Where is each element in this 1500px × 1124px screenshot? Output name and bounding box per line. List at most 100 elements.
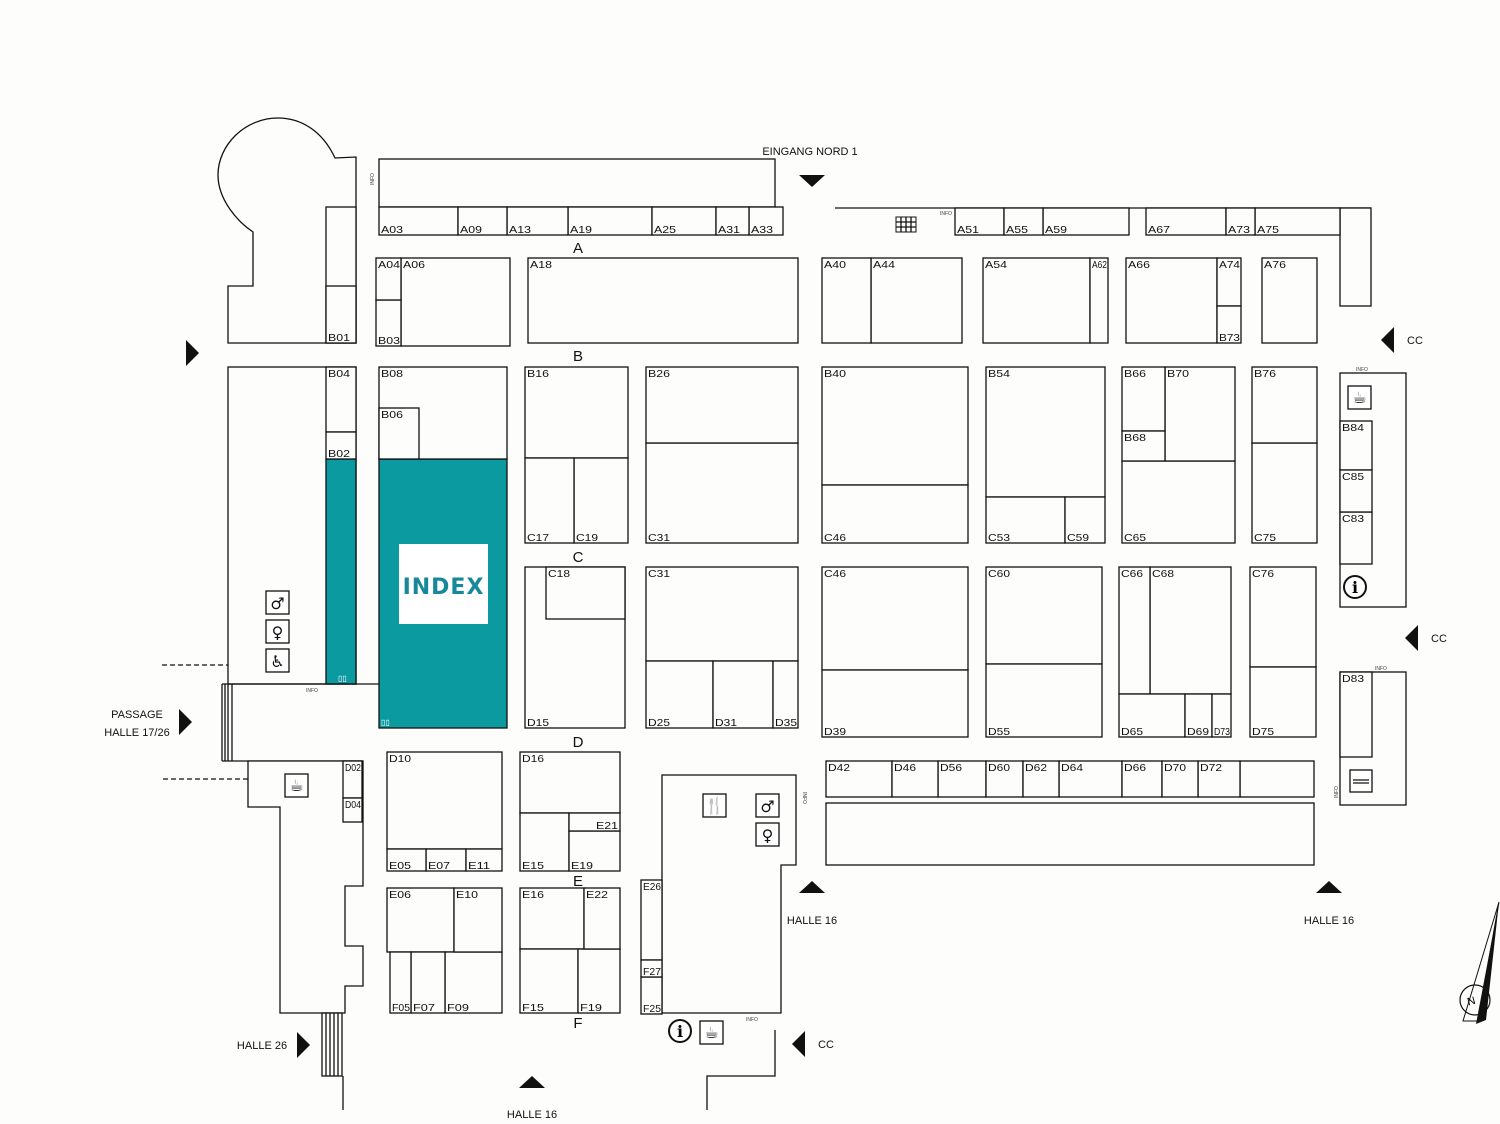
booth[interactable] bbox=[821, 257, 872, 344]
booth[interactable] bbox=[378, 407, 420, 460]
booth[interactable] bbox=[386, 887, 455, 953]
entrance-arrow-down-icon[interactable] bbox=[799, 175, 825, 187]
booth[interactable] bbox=[325, 285, 357, 344]
booth[interactable] bbox=[1254, 207, 1341, 236]
booth[interactable] bbox=[465, 848, 503, 872]
booth[interactable] bbox=[1216, 305, 1242, 344]
booth[interactable] bbox=[519, 812, 570, 872]
booth[interactable] bbox=[342, 797, 363, 823]
booth[interactable] bbox=[1251, 442, 1318, 544]
booth[interactable] bbox=[1118, 693, 1186, 738]
booth[interactable] bbox=[567, 206, 653, 236]
booth[interactable] bbox=[640, 959, 663, 978]
booth[interactable] bbox=[1022, 760, 1060, 798]
booth[interactable] bbox=[1164, 366, 1236, 462]
booth[interactable] bbox=[1225, 207, 1256, 236]
booth[interactable] bbox=[519, 948, 579, 1014]
booth[interactable] bbox=[1249, 566, 1317, 668]
halle26-arrow-right-icon[interactable] bbox=[297, 1032, 310, 1058]
food-drink-icon: ☕ bbox=[1347, 385, 1372, 410]
booth[interactable] bbox=[375, 299, 402, 347]
booth-label: A25 bbox=[654, 224, 676, 236]
booth[interactable] bbox=[1042, 207, 1130, 236]
booth[interactable] bbox=[506, 206, 569, 236]
booth[interactable] bbox=[821, 366, 969, 486]
booth[interactable] bbox=[378, 206, 459, 236]
booth[interactable] bbox=[400, 257, 511, 347]
aisle-label-a: A bbox=[573, 240, 583, 257]
booth[interactable] bbox=[1121, 366, 1166, 432]
booth[interactable] bbox=[821, 484, 969, 544]
booth[interactable] bbox=[645, 366, 799, 444]
booth[interactable] bbox=[410, 951, 446, 1014]
information-icon[interactable]: i bbox=[1343, 575, 1367, 599]
booth[interactable] bbox=[985, 366, 1106, 498]
booth[interactable] bbox=[1216, 257, 1242, 307]
booth[interactable] bbox=[519, 887, 585, 950]
booth[interactable] bbox=[985, 760, 1024, 798]
halle16-arrow-up-icon[interactable] bbox=[519, 1076, 545, 1088]
booth-label: C65 bbox=[1124, 532, 1146, 544]
booth[interactable] bbox=[1339, 420, 1373, 471]
booth[interactable] bbox=[1249, 666, 1317, 738]
booth[interactable] bbox=[825, 760, 893, 798]
booth[interactable] bbox=[982, 257, 1091, 344]
booth[interactable] bbox=[325, 366, 357, 433]
booth[interactable] bbox=[527, 257, 799, 344]
booth[interactable] bbox=[870, 257, 963, 344]
booth[interactable] bbox=[985, 496, 1066, 544]
booth[interactable] bbox=[386, 848, 427, 872]
entrance-arrow-left-icon[interactable] bbox=[1381, 327, 1394, 353]
booth[interactable] bbox=[389, 951, 412, 1014]
booth[interactable] bbox=[386, 751, 503, 850]
booth[interactable] bbox=[937, 760, 987, 798]
booth[interactable] bbox=[1118, 566, 1151, 695]
booth[interactable] bbox=[577, 948, 621, 1014]
information-icon[interactable]: i bbox=[668, 1019, 692, 1043]
booth[interactable] bbox=[1184, 693, 1213, 738]
booth[interactable] bbox=[651, 206, 717, 236]
booth[interactable] bbox=[821, 566, 969, 671]
booth[interactable] bbox=[645, 442, 799, 544]
booth[interactable] bbox=[1145, 207, 1227, 236]
halle16-arrow-up-icon[interactable] bbox=[799, 881, 825, 893]
booth[interactable] bbox=[1197, 760, 1241, 798]
booth[interactable] bbox=[891, 760, 939, 798]
booth[interactable] bbox=[457, 206, 508, 236]
booth[interactable] bbox=[524, 366, 629, 459]
booth[interactable] bbox=[645, 660, 714, 729]
booth[interactable] bbox=[1121, 430, 1166, 462]
booth[interactable] bbox=[1003, 207, 1044, 236]
booth[interactable] bbox=[715, 206, 750, 236]
booth[interactable] bbox=[985, 663, 1103, 738]
booth[interactable] bbox=[772, 660, 799, 729]
booth[interactable] bbox=[375, 257, 402, 301]
booth[interactable] bbox=[821, 669, 969, 738]
entrance-arrow-left-icon[interactable] bbox=[1405, 625, 1418, 651]
booth[interactable] bbox=[1211, 693, 1232, 738]
booth[interactable] bbox=[453, 887, 503, 953]
booth[interactable] bbox=[1149, 566, 1232, 695]
booth[interactable] bbox=[568, 812, 621, 832]
booth[interactable] bbox=[1251, 366, 1318, 444]
booth[interactable] bbox=[1161, 760, 1199, 798]
halle16-arrow-up-icon[interactable] bbox=[1316, 881, 1342, 893]
booth[interactable] bbox=[524, 457, 575, 544]
booth[interactable] bbox=[1064, 496, 1106, 544]
booth[interactable] bbox=[1339, 469, 1373, 513]
booth[interactable] bbox=[545, 566, 626, 620]
booth[interactable] bbox=[1089, 257, 1109, 344]
booth[interactable] bbox=[583, 887, 621, 950]
booth[interactable] bbox=[1339, 511, 1373, 565]
passage-arrow-right-icon[interactable] bbox=[179, 709, 192, 735]
booth[interactable] bbox=[519, 751, 621, 814]
entrance-arrow-right-icon[interactable] bbox=[186, 340, 199, 366]
booth[interactable] bbox=[325, 431, 357, 460]
booth[interactable] bbox=[1339, 671, 1373, 758]
booth[interactable] bbox=[1121, 460, 1236, 544]
booth[interactable] bbox=[985, 566, 1103, 665]
booth[interactable] bbox=[573, 457, 629, 544]
booth[interactable] bbox=[645, 566, 799, 662]
booth[interactable] bbox=[1261, 257, 1318, 344]
entrance-arrow-left-icon[interactable] bbox=[792, 1031, 805, 1057]
